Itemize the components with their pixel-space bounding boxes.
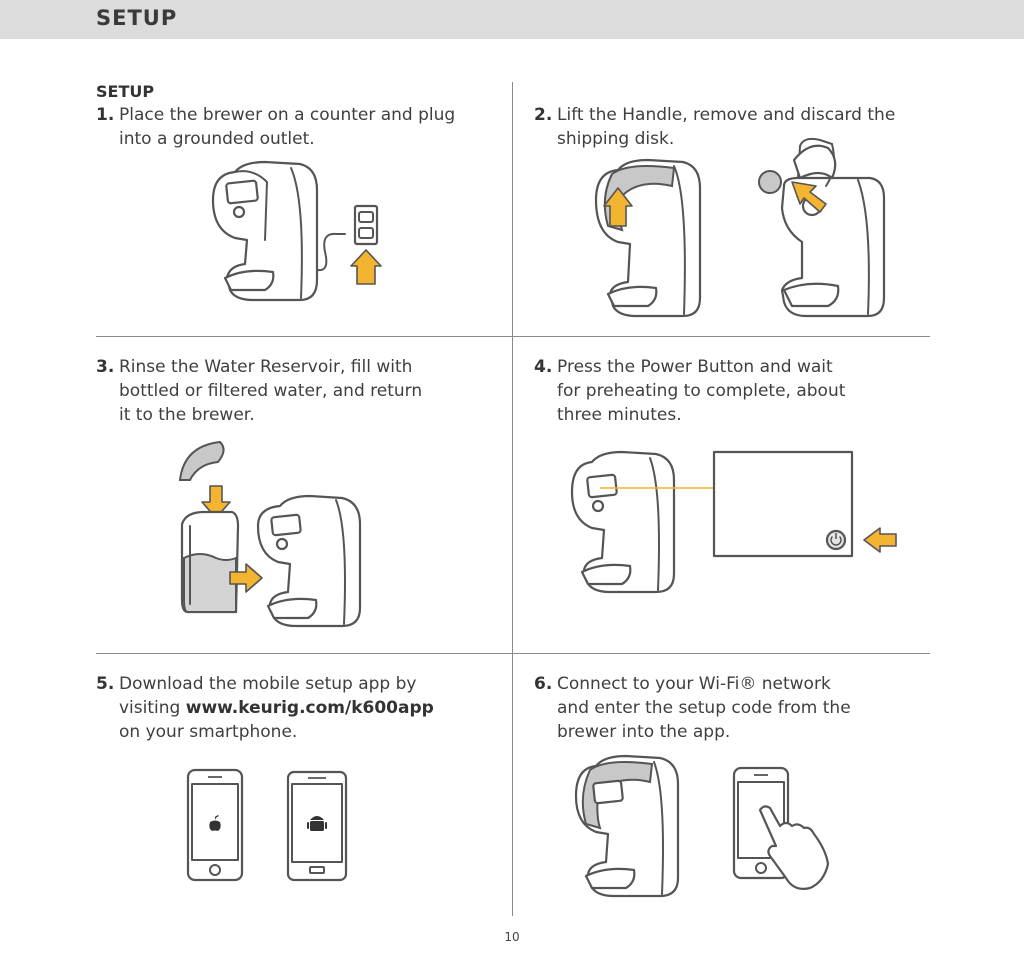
reservoir-lid (178, 440, 225, 481)
shipping-disk (758, 170, 782, 194)
iphone (186, 768, 244, 882)
page-title: SETUP (96, 6, 178, 30)
step-text-line: three minutes. (557, 405, 682, 425)
step-1: 1. Place the brewer on a counter and plu… (96, 103, 496, 153)
page-number: 10 (504, 930, 520, 944)
step-text-line: Place the brewer on a counter and plug (119, 105, 456, 125)
reservoir-illustration (178, 440, 362, 628)
arrow-up-icon (603, 187, 633, 227)
step-text-line: visiting www.keurig.com/k600app (119, 696, 434, 720)
arrow-diagonal-icon (791, 181, 827, 213)
step-2: 2. Lift the Handle, remove and discard t… (534, 103, 934, 153)
step-number: 3. (96, 357, 115, 377)
arrow-up-icon (350, 249, 382, 285)
android-phone (286, 770, 348, 882)
step-text-line: and enter the setup code from the (557, 698, 851, 718)
step-text-line: bottled or filtered water, and return (119, 381, 423, 401)
step-text-line: it to the brewer. (119, 405, 255, 425)
hand-pointer-icon (758, 805, 830, 890)
brewer-open-icon (780, 137, 886, 318)
brewer-icon (594, 158, 702, 318)
step-number: 2. (534, 105, 553, 125)
apple-icon (209, 815, 221, 831)
power-button-illustration (570, 450, 897, 594)
brewer-icon (211, 160, 319, 302)
step-number: 1. (96, 105, 115, 125)
step-text-prefix: visiting (119, 698, 186, 718)
step-text-line: Download the mobile setup app by (119, 674, 417, 694)
android-icon (307, 816, 327, 831)
brewer-icon (256, 494, 362, 628)
step-number: 6. (534, 674, 553, 694)
section-title: SETUP (96, 82, 155, 101)
step-text-line: for preheating to complete, about (557, 381, 846, 401)
step-4: 4. Press the Power Button and wait for p… (534, 355, 934, 429)
grid-divider-row1 (96, 336, 930, 337)
step-text-line: Connect to your Wi-Fi® network (557, 674, 831, 694)
step-number: 5. (96, 674, 115, 694)
step-5: 5. Download the mobile setup app by visi… (96, 672, 506, 746)
header-bar: SETUP (0, 0, 1024, 39)
arrow-left-icon (863, 527, 897, 553)
arrow-down-icon (201, 485, 231, 519)
step-text-line: Lift the Handle, remove and discard the (557, 105, 896, 125)
grid-divider-vertical (512, 82, 513, 916)
wall-outlet (353, 204, 379, 246)
brewer-icon (570, 450, 676, 594)
step-text-line: Rinse the Water Reservoir, fill with (119, 357, 413, 377)
brewer-outlet-illustration (211, 160, 382, 302)
step-text-line: into a grounded outlet. (119, 129, 315, 149)
step-text-line: Press the Power Button and wait (557, 357, 833, 377)
step-3: 3. Rinse the Water Reservoir, fill with … (96, 355, 496, 429)
step-number: 4. (534, 357, 553, 377)
smartphones-illustration (186, 768, 348, 882)
power-icon (825, 529, 847, 551)
step-text-line: brewer into the app. (557, 722, 731, 742)
step-text-line: shipping disk. (557, 129, 675, 149)
step-6: 6. Connect to your Wi-Fi® network and en… (534, 672, 934, 746)
app-url: www.keurig.com/k600app (185, 698, 434, 718)
grid-divider-row2 (96, 653, 930, 654)
brewer-icon (574, 754, 680, 898)
arrow-right-icon (229, 563, 263, 593)
step-text-line: on your smartphone. (119, 722, 298, 742)
lift-handle-illustration (594, 137, 886, 318)
water-reservoir (180, 510, 240, 614)
wifi-setup-illustration (574, 754, 830, 898)
